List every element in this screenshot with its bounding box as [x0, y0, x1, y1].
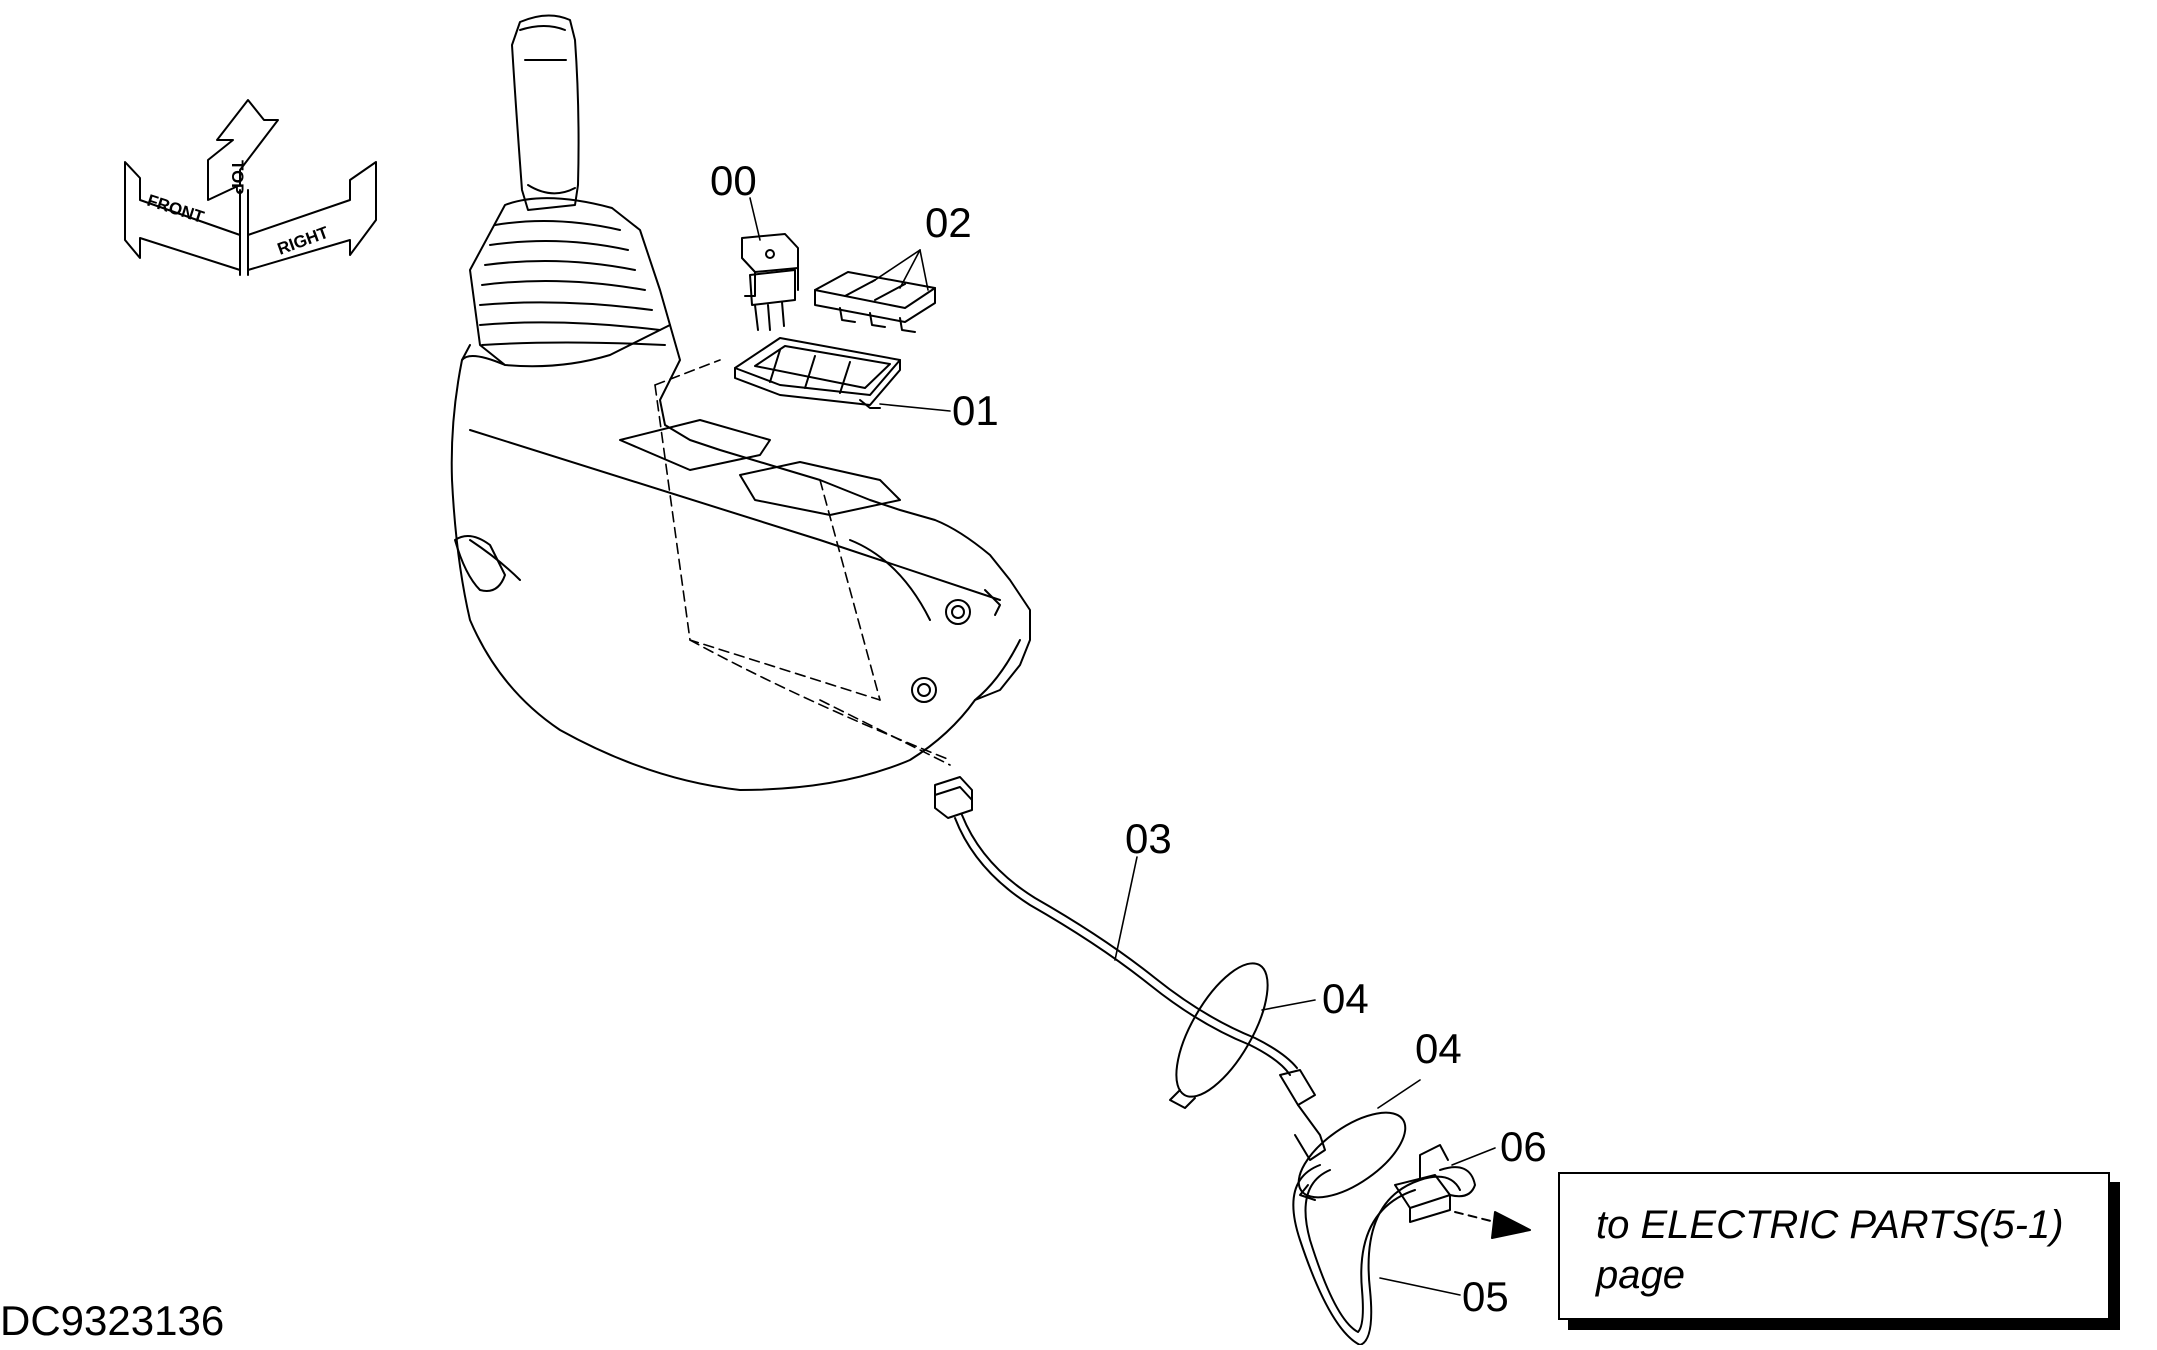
wire-harness-part-03	[954, 814, 1326, 1161]
part-label-00: 00	[710, 157, 757, 204]
orientation-indicator: TOP FRONT RIGHT	[124, 99, 377, 276]
joystick-lever	[511, 14, 580, 211]
bellows-boot	[469, 197, 671, 368]
hidden-lines	[654, 359, 951, 766]
switch-covers-part-02	[814, 271, 936, 333]
connector-part-06	[1394, 1144, 1476, 1223]
leader-lines	[749, 197, 1496, 1296]
drawing-number: DC9323136	[0, 1297, 225, 1344]
part-label-03: 03	[1125, 815, 1172, 862]
switch-part-00	[741, 233, 799, 331]
arrow-head-icon	[1491, 1211, 1531, 1239]
top-arrow-icon	[207, 99, 279, 201]
part-label-04a: 04	[1322, 975, 1369, 1022]
console-housing	[450, 324, 1031, 791]
part-label-04b: 04	[1415, 1025, 1462, 1072]
reference-arrow	[1454, 1211, 1531, 1239]
reference-note-line1: to ELECTRIC PARTS(5-1)	[1596, 1203, 2064, 1247]
part-label-02: 02	[925, 199, 972, 246]
front-direction-label: FRONT	[145, 191, 207, 227]
part-label-05: 05	[1462, 1273, 1509, 1320]
top-direction-label: TOP	[228, 160, 247, 195]
cable-tie-part-04b	[1297, 1111, 1407, 1201]
reference-note-line2: page	[1596, 1253, 1685, 1297]
part-label-01: 01	[952, 387, 999, 434]
part-label-06: 06	[1500, 1123, 1547, 1170]
right-arrow-icon	[247, 161, 377, 271]
reference-note-box: to ELECTRIC PARTS(5-1) page	[1558, 1172, 2110, 1320]
cable-tie-part-04a	[1169, 962, 1269, 1109]
wire-loop-part-05	[1292, 1164, 1461, 1346]
console-connector	[934, 776, 973, 819]
switch-panel-part-01	[734, 337, 901, 409]
